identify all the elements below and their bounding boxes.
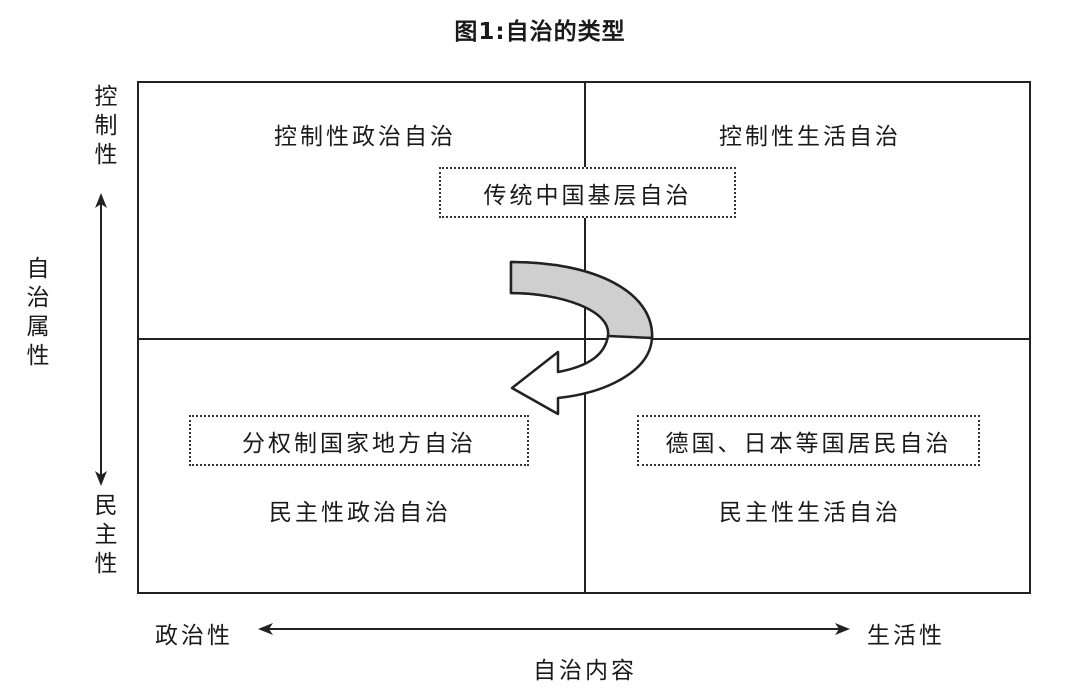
horizontal-double-arrow: [258, 623, 850, 635]
box-germany-japan: 德国、日本等国居民自治: [637, 415, 980, 466]
quadrant-label-bottom-left: 民主性政治自治: [269, 500, 451, 526]
horizontal-axis-right-label: 生活性: [867, 623, 945, 649]
curved-arrow-gray-band: [509, 260, 654, 340]
quadrant-label-top-left: 控制性政治自治: [274, 124, 456, 150]
box-decentralized: 分权制国家地方自治: [189, 415, 529, 466]
quadrant-label-top-right: 控制性生活自治: [719, 124, 901, 150]
vertical-double-arrow: [95, 193, 107, 486]
vertical-axis-bottom-label: 民主性: [90, 493, 116, 580]
quadrant-label-bottom-right: 民主性生活自治: [719, 500, 901, 526]
horizontal-divider: [137, 338, 1031, 340]
vertical-divider: [584, 81, 586, 594]
horizontal-axis-left-label: 政治性: [155, 623, 233, 649]
vertical-axis-title: 自治属性: [22, 256, 48, 372]
horizontal-axis-title: 自治内容: [533, 658, 637, 684]
vertical-axis-top-label: 控制性: [90, 84, 116, 171]
diagram-title: 图1:自治的类型: [454, 19, 626, 45]
box-traditional-china: 传统中国基层自治: [439, 167, 736, 218]
